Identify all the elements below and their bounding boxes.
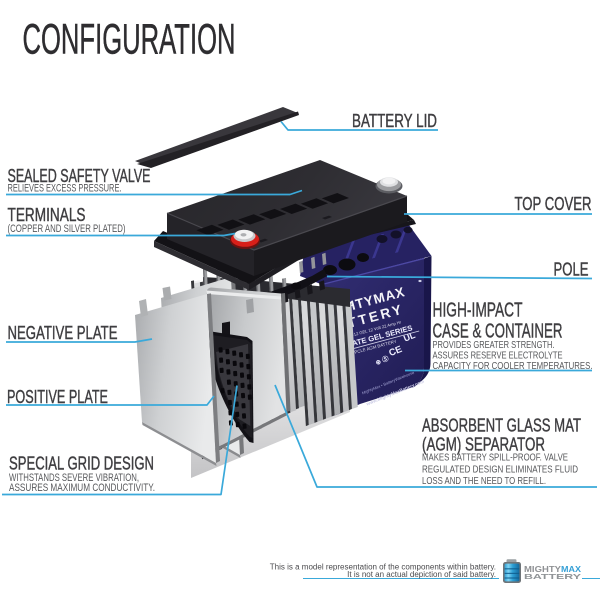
svg-text:CONFIGURATION: CONFIGURATION [23, 16, 236, 64]
svg-text:WITHSTANDS SEVERE VIBRATION,: WITHSTANDS SEVERE VIBRATION, [9, 472, 139, 484]
svg-text:ASSURES RESERVE ELECTROLYTE: ASSURES RESERVE ELECTROLYTE [433, 350, 563, 362]
svg-text:ASSURES MAXIMUM CONDUCTIVITY.: ASSURES MAXIMUM CONDUCTIVITY. [9, 482, 155, 494]
svg-text:ABSORBENT GLASS MAT: ABSORBENT GLASS MAT [422, 415, 581, 436]
svg-text:CE: CE [387, 344, 403, 359]
svg-text:HIGH-IMPACT: HIGH-IMPACT [433, 300, 523, 322]
svg-text:(AGM) SEPARATOR: (AGM) SEPARATOR [422, 434, 545, 455]
svg-text:CAPACITY FOR COOLER TEMPERATUR: CAPACITY FOR COOLER TEMPERATURES. [433, 360, 593, 372]
svg-text:UL: UL [402, 330, 417, 344]
svg-text:BATTERY: BATTERY [524, 572, 581, 581]
svg-text:CASE & CONTAINER: CASE & CONTAINER [433, 321, 563, 343]
svg-text:RELIEVES EXCESS PRESSURE.: RELIEVES EXCESS PRESSURE. [8, 183, 122, 195]
svg-text:MAX: MAX [561, 564, 581, 574]
svg-text:TOP COVER: TOP COVER [515, 194, 592, 214]
svg-text:LOSS AND THE NEED TO REFILL.: LOSS AND THE NEED TO REFILL. [422, 475, 546, 487]
svg-text:This is a model representation: This is a model representation of the co… [270, 563, 496, 572]
svg-text:(COPPER AND SILVER PLATED): (COPPER AND SILVER PLATED) [8, 223, 126, 235]
svg-text:REGULATED DESIGN ELIMINATES FL: REGULATED DESIGN ELIMINATES FLUID [422, 464, 578, 476]
svg-text:BATTERY LID: BATTERY LID [352, 111, 437, 131]
svg-text:SEALED SAFETY VALVE: SEALED SAFETY VALVE [8, 166, 151, 186]
svg-text:PROVIDES GREATER STRENGTH.: PROVIDES GREATER STRENGTH. [433, 339, 555, 351]
svg-text:SPECIAL GRID DESIGN: SPECIAL GRID DESIGN [9, 454, 154, 474]
svg-text:POLE: POLE [554, 260, 589, 280]
svg-text:MIGHTY: MIGHTY [524, 564, 561, 574]
svg-text:MAKES BATTERY SPILL-PROOF. VAL: MAKES BATTERY SPILL-PROOF. VALVE [422, 452, 568, 464]
svg-text:TERMINALS: TERMINALS [8, 205, 86, 225]
svg-text:It is not an actual depiction: It is not an actual depiction of said ba… [347, 570, 496, 579]
svg-text:POSITIVE PLATE: POSITIVE PLATE [7, 387, 108, 407]
svg-text:NEGATIVE PLATE: NEGATIVE PLATE [8, 323, 118, 343]
